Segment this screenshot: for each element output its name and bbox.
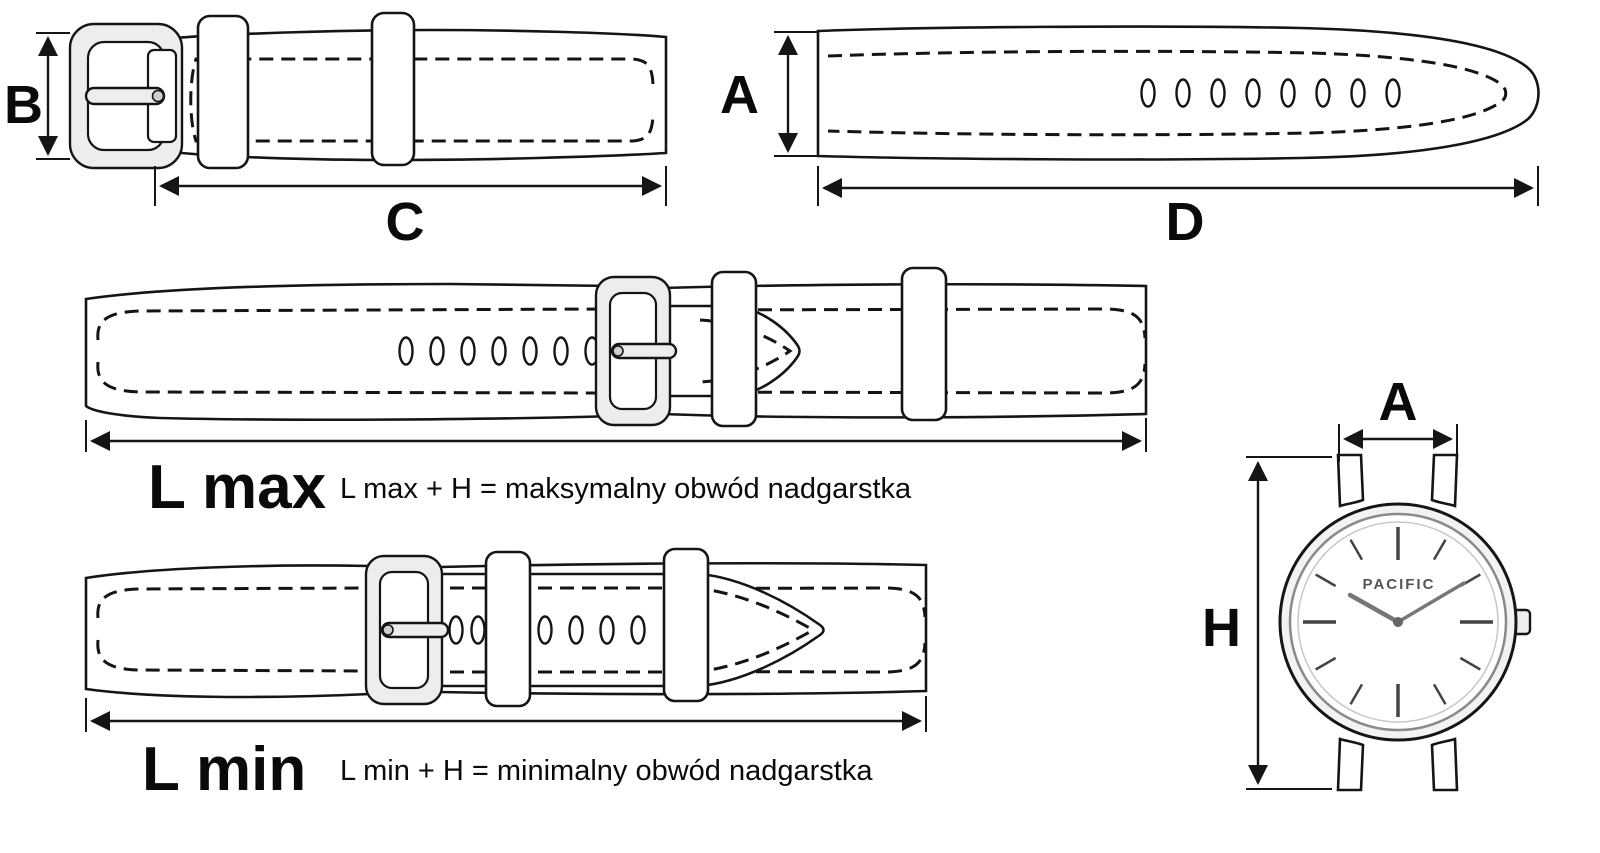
strap-hole bbox=[460, 336, 476, 366]
dim-c-tick bbox=[154, 166, 667, 206]
watch-dim-label-a: A bbox=[1379, 372, 1418, 432]
dim-a-tick bbox=[774, 31, 818, 157]
strap-hole bbox=[522, 336, 538, 366]
strap-hole bbox=[630, 615, 646, 645]
stitch-line bbox=[189, 57, 655, 143]
strap-hole bbox=[553, 336, 569, 366]
watch-drawing: PACIFIC A H bbox=[1202, 372, 1532, 792]
strap-hole bbox=[1175, 78, 1191, 108]
dim-d-tick bbox=[817, 166, 1539, 206]
hour-hand bbox=[1347, 592, 1401, 625]
keeper-loop bbox=[370, 11, 416, 167]
stitch-line bbox=[96, 307, 607, 341]
dim-label-c: C bbox=[386, 192, 425, 252]
strap-hole bbox=[1385, 78, 1401, 108]
prong-pivot bbox=[612, 345, 624, 357]
lmax-formula: L max + H = maksymalny obwód nadgarstka bbox=[340, 473, 912, 505]
strap-hole bbox=[398, 336, 414, 366]
stitch-line bbox=[96, 586, 373, 619]
keeper-loop bbox=[662, 547, 710, 703]
dial-indices bbox=[1303, 527, 1493, 717]
strap-hole bbox=[429, 336, 445, 366]
hour-index bbox=[1459, 656, 1481, 671]
keeper-loop bbox=[196, 14, 250, 170]
stitch-line bbox=[447, 642, 927, 674]
dim-label-b: B bbox=[4, 75, 43, 135]
watch-dim-h-tick bbox=[1246, 456, 1332, 790]
stitch-line bbox=[96, 639, 373, 673]
strap-hole bbox=[1140, 78, 1156, 108]
strap-hole bbox=[1210, 78, 1226, 108]
strap-body-left bbox=[84, 564, 372, 699]
strap-hole bbox=[1245, 78, 1261, 108]
dim-lmax-tick bbox=[85, 418, 1147, 452]
strap-hole bbox=[599, 615, 615, 645]
strap-hole bbox=[470, 615, 486, 645]
minute-hand bbox=[1396, 581, 1466, 624]
stitch-line bbox=[96, 361, 607, 395]
hour-index bbox=[1432, 683, 1447, 705]
watch-lug bbox=[1430, 453, 1459, 508]
hour-index bbox=[1349, 683, 1364, 705]
stitch-line bbox=[447, 586, 927, 618]
strap-buckle-piece: B C bbox=[4, 11, 668, 252]
hour-index bbox=[1315, 656, 1337, 671]
lmin-formula: L min + H = minimalny obwód nadgarstka bbox=[340, 755, 873, 787]
watch-lug bbox=[1336, 453, 1365, 508]
strap-hole bbox=[537, 615, 553, 645]
prong-pivot bbox=[382, 624, 394, 636]
watch-dim-label-h: H bbox=[1202, 598, 1241, 658]
strap-hole bbox=[491, 336, 507, 366]
hands-center-pin bbox=[1393, 617, 1403, 627]
watch-brand-label: PACIFIC bbox=[1363, 576, 1436, 593]
hour-index bbox=[1349, 539, 1364, 561]
stitch-line bbox=[669, 363, 1147, 395]
strap-lmax: L max L max + H = maksymalny obwód nadga… bbox=[84, 266, 1148, 522]
watch-lug bbox=[1430, 737, 1459, 792]
prong-pivot bbox=[151, 89, 165, 103]
stitch-line bbox=[827, 49, 1508, 137]
strap-hole bbox=[568, 615, 584, 645]
watch-dim-a-tick bbox=[1338, 424, 1458, 462]
strap-hole bbox=[1315, 78, 1331, 108]
strap-lmin: L min L min + H = minimalny obwód nadgar… bbox=[84, 547, 928, 804]
dim-label-a: A bbox=[720, 65, 759, 125]
keeper-loop bbox=[900, 266, 948, 422]
hour-index bbox=[1315, 573, 1337, 588]
strap-body-left bbox=[84, 282, 616, 422]
dim-label-d: D bbox=[1166, 192, 1205, 252]
watch-dial-edge bbox=[1297, 521, 1499, 723]
lmax-label: L max bbox=[148, 453, 327, 522]
stitch-line bbox=[669, 307, 1147, 339]
hour-index bbox=[1432, 539, 1447, 561]
strap-hole bbox=[1280, 78, 1296, 108]
dim-b-tick bbox=[36, 32, 70, 160]
strap-hole bbox=[448, 615, 464, 645]
lmin-label: L min bbox=[142, 735, 306, 804]
keeper-loop bbox=[710, 270, 758, 428]
dim-lmin-tick bbox=[85, 696, 927, 732]
watch-lug bbox=[1336, 737, 1365, 792]
strap-hole bbox=[1350, 78, 1366, 108]
buckle-prong bbox=[610, 342, 678, 360]
keeper-loop bbox=[484, 550, 532, 708]
strap-tail-piece: A D bbox=[720, 25, 1540, 252]
buckle-prong bbox=[380, 621, 450, 639]
